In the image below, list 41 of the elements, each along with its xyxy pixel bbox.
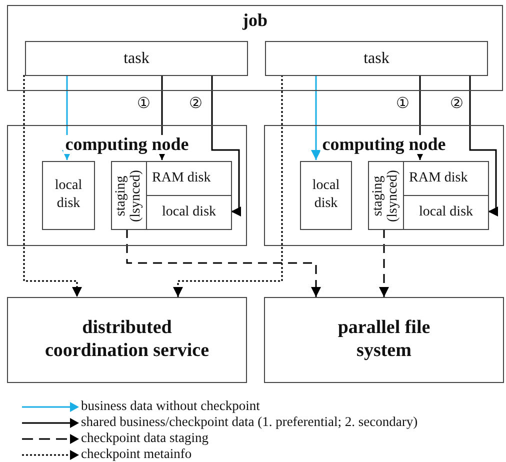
process-box xyxy=(146,161,232,196)
box-label: distributed coordination service xyxy=(44,317,210,363)
process-box xyxy=(25,41,248,76)
box-label: staging (lsynced) xyxy=(112,168,144,224)
box-label: local disk xyxy=(54,176,84,214)
arrow xyxy=(469,75,498,216)
process-box xyxy=(264,297,504,383)
box-label: RAM disk xyxy=(409,169,468,188)
arrow xyxy=(211,75,241,216)
arrow xyxy=(126,229,321,297)
arrow xyxy=(23,75,82,297)
process-box xyxy=(300,161,352,230)
box-label: local disk xyxy=(418,203,474,222)
box-label: local disk xyxy=(160,203,218,222)
process-box xyxy=(368,161,404,230)
process-box xyxy=(265,41,488,76)
group-box xyxy=(7,5,503,91)
group-title: computing node xyxy=(320,135,448,154)
process-box xyxy=(111,161,147,230)
legend-label: checkpoint data staging xyxy=(81,431,208,444)
arrow xyxy=(379,229,389,297)
box-label: local disk xyxy=(311,176,341,214)
group-box xyxy=(264,125,504,246)
process-box xyxy=(403,195,489,230)
group-box xyxy=(7,125,247,246)
group-title: computing node xyxy=(63,135,191,154)
box-label: task xyxy=(122,48,150,69)
box-label: staging (lsynced) xyxy=(369,168,401,224)
legend-label: checkpoint metainfo xyxy=(81,447,192,460)
group-title: job xyxy=(241,11,268,30)
arrow xyxy=(173,75,283,297)
arrow xyxy=(311,75,321,160)
box-label: task xyxy=(362,48,390,69)
process-box xyxy=(403,161,489,196)
legend-label: business data without checkpoint xyxy=(81,399,260,412)
process-box xyxy=(42,161,95,230)
process-box xyxy=(146,195,232,230)
process-box xyxy=(7,297,247,383)
box-label: parallel file system xyxy=(336,317,432,363)
legend-label: shared business/checkpoint data (1. preferential; 2. secondary) xyxy=(81,415,418,428)
box-label: RAM disk xyxy=(152,169,211,188)
